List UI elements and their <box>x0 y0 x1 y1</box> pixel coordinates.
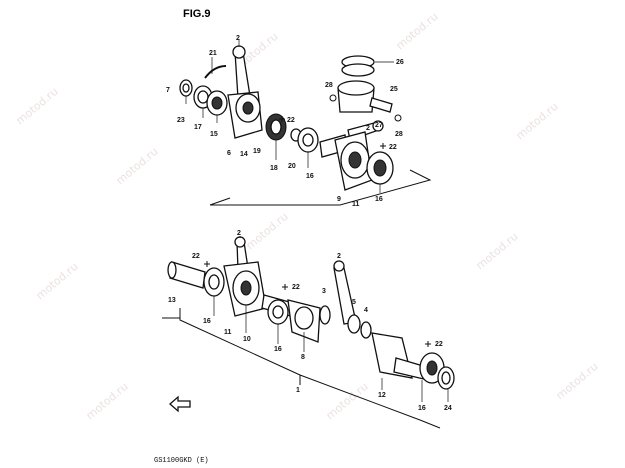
watermark-text: motod.ru <box>514 100 561 142</box>
oil-seal-bore <box>182 83 190 93</box>
bolt-symbol <box>380 143 386 149</box>
conrod-small-end <box>234 236 246 248</box>
callout-label: 5 <box>352 299 356 306</box>
oil-seal-bore <box>441 371 451 385</box>
callout-label: 16 <box>375 196 383 203</box>
crank-pin <box>348 151 362 169</box>
bolt-symbol <box>425 341 431 347</box>
watermark-text: motod.ru <box>474 230 521 272</box>
callout-label: 1 <box>296 387 300 394</box>
bolt-symbol <box>279 116 285 122</box>
callout-label: 2 <box>337 253 341 260</box>
callout-label: 2 <box>366 125 370 132</box>
callout-label: 17 <box>194 124 202 131</box>
watermark-text: motod.ru <box>244 210 291 252</box>
callout-label: 21 <box>209 50 217 57</box>
callout-label: 12 <box>378 392 386 399</box>
callout-label: 18 <box>270 165 278 172</box>
bearing-bore <box>208 274 220 290</box>
upper-callouts: 21 2 7 23 17 15 6 14 19 22 18 20 16 26 2… <box>166 35 404 208</box>
watermark-text: motod.ru <box>114 145 161 187</box>
upper-assembly <box>179 40 432 206</box>
piston-pin-clip <box>329 94 337 102</box>
callout-label: 2 <box>237 230 241 237</box>
callout-label: 23 <box>177 117 185 124</box>
roller-bearing <box>319 305 331 325</box>
bearing-bore <box>272 305 284 319</box>
callout-label: 16 <box>203 318 211 325</box>
callout-label: 22 <box>287 117 295 124</box>
callout-label: 10 <box>243 336 251 343</box>
bearing-bore <box>302 133 314 147</box>
watermark-text: motod.ru <box>14 85 61 127</box>
piston-pin <box>369 97 393 113</box>
conrod-small-end <box>333 260 345 272</box>
callout-label: 22 <box>389 144 397 151</box>
callout-label: 22 <box>292 284 300 291</box>
bearing-bore <box>426 360 438 376</box>
callout-label: 22 <box>192 253 200 260</box>
callout-label: 16 <box>306 173 314 180</box>
crank-pin <box>242 101 254 115</box>
callout-label: 15 <box>210 131 218 138</box>
callout-label: 20 <box>288 163 296 170</box>
front-arrow-icon <box>169 395 191 413</box>
callout-label: 2 <box>236 35 240 42</box>
watermark-text: motod.ru <box>394 10 441 52</box>
crank-big-end <box>294 306 314 330</box>
callout-label: 16 <box>418 405 426 412</box>
watermark-layer: motod.ru motod.ru motod.ru motod.ru moto… <box>14 10 601 422</box>
callout-label: 11 <box>352 201 360 208</box>
crank-pin <box>240 280 252 296</box>
callout-label: 16 <box>274 346 282 353</box>
callout-label: 11 <box>224 329 232 336</box>
piston-crown <box>337 80 375 96</box>
conrod-small-end <box>232 45 246 59</box>
figure-title: FIG.9 <box>183 8 211 20</box>
group-bracket <box>210 169 432 206</box>
lower-assembly <box>162 236 455 429</box>
bolt-symbol <box>282 284 288 290</box>
callout-label: 22 <box>435 341 443 348</box>
callout-label: 28 <box>325 82 333 89</box>
piston-ring <box>341 63 375 77</box>
callout-label: 4 <box>364 307 368 314</box>
washer <box>347 314 361 334</box>
lower-callouts: 22 2 13 16 11 10 22 16 8 2 3 5 4 22 12 1… <box>168 230 452 412</box>
callout-label: 7 <box>166 87 170 94</box>
piston-pin-clip <box>394 114 402 122</box>
callout-label: 13 <box>168 297 176 304</box>
gear-hub <box>270 119 282 135</box>
conrod-small-end <box>372 120 384 132</box>
callout-label: 19 <box>253 148 261 155</box>
callout-label: 3 <box>322 288 326 295</box>
callout-label: 28 <box>395 131 403 138</box>
circlip <box>204 65 227 79</box>
watermark-text: motod.ru <box>554 360 601 402</box>
bearing-bore <box>373 159 387 177</box>
callout-label: 9 <box>337 196 341 203</box>
callout-label: 27 <box>375 122 383 129</box>
callout-label: 6 <box>227 150 231 157</box>
group-bracket <box>209 197 231 206</box>
callout-label: 8 <box>301 354 305 361</box>
thrust-washer <box>360 321 372 339</box>
watermark-text: motod.ru <box>84 380 131 422</box>
watermark-text: motod.ru <box>34 260 81 302</box>
figure-caption: GS1100GKD (E) <box>154 457 209 465</box>
bolt-symbol <box>204 261 210 267</box>
shaft-tip <box>167 261 177 279</box>
callout-label: 24 <box>444 405 452 412</box>
callout-label: 26 <box>396 59 404 66</box>
group-bracket <box>162 317 441 429</box>
callout-label: 25 <box>390 86 398 93</box>
callout-label: 14 <box>240 151 248 158</box>
bearing-bore <box>211 96 223 110</box>
